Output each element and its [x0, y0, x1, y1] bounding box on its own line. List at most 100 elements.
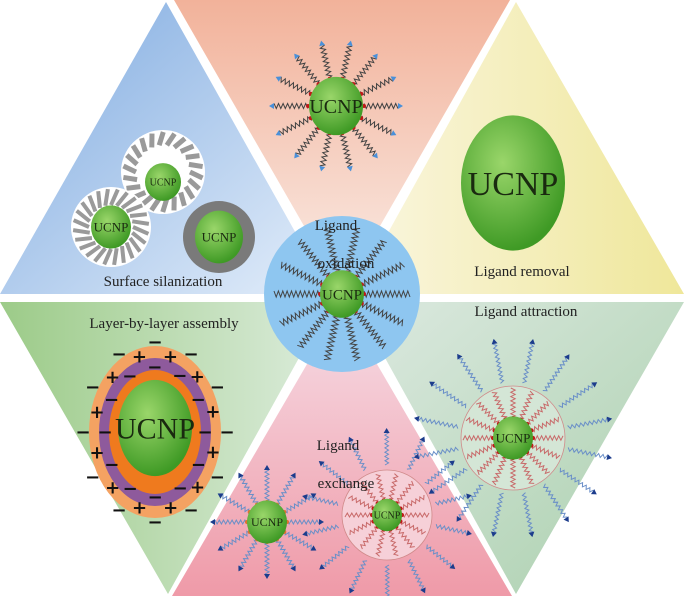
- ucnp-label: UCNP: [251, 515, 283, 529]
- ligand-chain: [435, 524, 468, 535]
- ucnp-core: [309, 76, 363, 136]
- anchor-dot: [306, 104, 310, 108]
- plus-charge: +: [205, 402, 220, 423]
- arrowhead-icon: [428, 488, 435, 494]
- ligand-chain: [395, 525, 415, 548]
- ligand-chain: [531, 443, 561, 460]
- segment-ligand-oxidation: [174, 0, 510, 292]
- silica-pore: [126, 184, 141, 191]
- silica-pore: [149, 197, 162, 212]
- ligand-chain: [363, 289, 411, 299]
- center-ucnp: UCNP: [273, 226, 411, 362]
- ligand-chain: [239, 539, 259, 567]
- silica-pore: [139, 137, 148, 153]
- silica-strand: [129, 212, 147, 218]
- arrowhead-icon: [491, 338, 498, 345]
- ligand-chain: [467, 443, 496, 460]
- ligand-chain: [283, 494, 314, 514]
- plus-charge: +: [163, 347, 178, 368]
- ligand-chain: [418, 416, 459, 429]
- plus-charge: +: [205, 442, 220, 463]
- ucnp-core: [145, 163, 181, 201]
- anchor-dot: [362, 104, 366, 108]
- minus-charge: −: [197, 422, 212, 443]
- arrowhead-icon: [302, 530, 308, 537]
- ligand-chain: [350, 560, 368, 589]
- ligand-chain: [263, 469, 271, 503]
- arrowhead-icon: [413, 453, 420, 460]
- ligand-chain: [284, 530, 312, 550]
- label-surface-silanization: Surface silanization: [104, 274, 223, 290]
- ligand-chain: [306, 524, 340, 536]
- arrowhead-icon: [606, 416, 613, 423]
- arrowhead-icon: [383, 428, 390, 434]
- ligand-chain: [383, 432, 390, 466]
- ucnp-core: [195, 210, 243, 264]
- silica-strand: [72, 228, 91, 235]
- ligand-chain: [351, 56, 377, 85]
- arrowhead-icon: [346, 40, 353, 47]
- ucnp-core: [493, 416, 533, 460]
- arrowhead-icon: [319, 564, 325, 570]
- plus-charge: +: [105, 477, 120, 498]
- ligand-chain: [567, 447, 608, 460]
- plus-charge: +: [89, 402, 104, 423]
- ligand-chain: [295, 127, 321, 156]
- ligand-chain: [361, 115, 392, 136]
- ligand-chain: [280, 76, 311, 97]
- silica-pore: [156, 131, 166, 147]
- silica-strand: [75, 209, 92, 223]
- ucnp-core: [320, 270, 364, 318]
- silica-pore: [188, 161, 204, 170]
- ligand-chain: [359, 526, 380, 550]
- minus-charge: −: [183, 344, 198, 365]
- arrowhead-icon: [457, 353, 463, 360]
- ligand-chain: [406, 441, 424, 470]
- arrowhead-icon: [528, 531, 535, 538]
- minus-charge: −: [147, 512, 162, 533]
- minus-charge: −: [85, 467, 100, 488]
- silica-strand: [125, 203, 143, 214]
- attracted-ucnp: UCNP: [413, 338, 613, 538]
- ligand-chain: [530, 416, 559, 433]
- silica-strand: [130, 231, 147, 245]
- silica-strand: [102, 248, 113, 266]
- silica-pore: [122, 174, 138, 183]
- silica-strand: [128, 236, 142, 253]
- ligand-chain: [280, 261, 323, 288]
- plus-charge: +: [105, 367, 120, 388]
- ligand-chain: [407, 558, 425, 590]
- ligand-chain: [526, 450, 551, 475]
- ucnp-core: [372, 498, 402, 532]
- ligand-chain: [273, 289, 321, 299]
- minus-charge: −: [123, 478, 138, 499]
- ligand-chain: [567, 417, 608, 430]
- arrowhead-icon: [238, 472, 244, 479]
- silica-strand: [124, 241, 135, 259]
- ucnp-core: [91, 205, 131, 249]
- ligand-chain: [263, 541, 271, 575]
- arrowhead-icon: [591, 382, 598, 388]
- arrowhead-icon: [529, 339, 536, 345]
- ligand-chain: [295, 55, 321, 86]
- arrowhead-icon: [414, 415, 420, 422]
- arrowhead-icon: [217, 493, 224, 499]
- plus-charge: +: [190, 367, 205, 388]
- ligand-chain: [353, 309, 387, 350]
- plus-charge: +: [90, 442, 105, 463]
- ligand-chain: [387, 528, 399, 556]
- minus-charge: −: [75, 422, 90, 443]
- ligand-chain: [432, 383, 467, 409]
- minus-charge: −: [191, 454, 206, 475]
- silica-strand: [72, 218, 90, 229]
- ligand-chain: [375, 474, 387, 502]
- minus-charge: −: [97, 422, 112, 443]
- plus-charge: +: [190, 477, 205, 498]
- silica-strand: [131, 219, 150, 226]
- minus-charge: −: [147, 332, 162, 353]
- minus-charge: −: [210, 467, 225, 488]
- arrowhead-icon: [449, 563, 456, 569]
- ligand-chain: [558, 383, 593, 409]
- arrowhead-icon: [456, 515, 462, 522]
- ligand-chain: [475, 401, 500, 426]
